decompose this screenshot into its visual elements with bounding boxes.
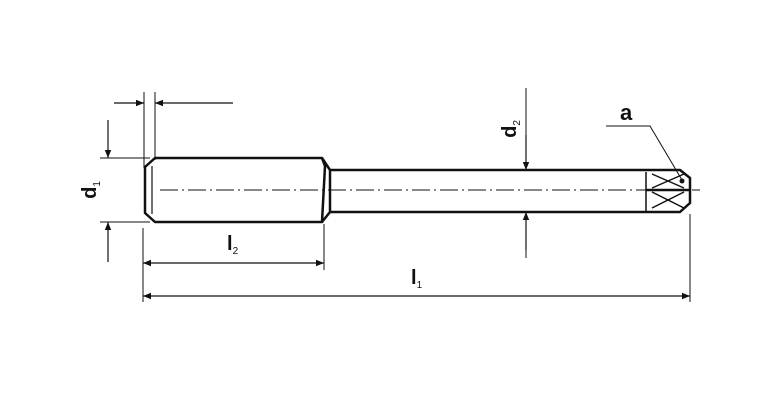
extension-lines xyxy=(100,88,691,302)
label-l1-main: l xyxy=(411,267,417,289)
shank xyxy=(330,168,692,214)
label-d1-main: d xyxy=(79,187,101,199)
label-d2-sub: 2 xyxy=(512,120,523,126)
label-d2: d2 xyxy=(499,120,523,138)
label-l2-main: l xyxy=(227,233,233,255)
label-l2: l2 xyxy=(227,233,239,257)
label-a: a xyxy=(620,100,633,125)
label-d1-sub: 1 xyxy=(92,181,103,187)
neck-transition xyxy=(320,157,332,223)
label-d1: d1 xyxy=(79,181,103,199)
label-l1: l1 xyxy=(411,267,423,291)
label-l2-sub: 2 xyxy=(233,246,239,257)
label-l1-sub: 1 xyxy=(417,280,423,291)
label-d2-main: d xyxy=(499,126,521,138)
square-drive xyxy=(645,172,690,211)
a-leader xyxy=(606,125,683,181)
a-leader-dot xyxy=(679,178,685,184)
